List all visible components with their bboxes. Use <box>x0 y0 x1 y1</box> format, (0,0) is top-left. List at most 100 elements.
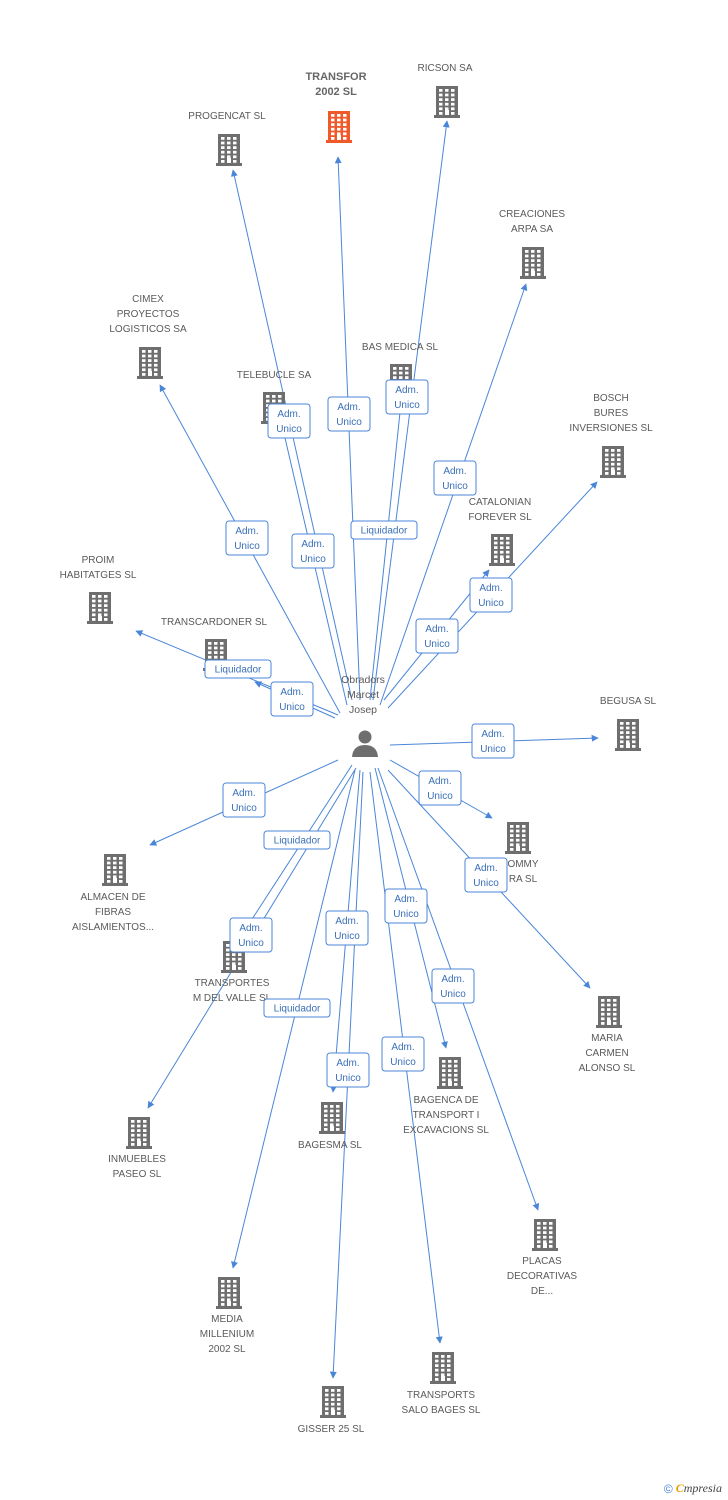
person-icon <box>352 730 378 757</box>
building-icon <box>137 347 163 379</box>
company-label: GISSER 25 SL <box>298 1424 365 1435</box>
company-label: AISLAMIENTOS... <box>72 922 154 933</box>
company-label: PLACAS <box>522 1256 562 1267</box>
company-node-progencat[interactable]: PROGENCAT SL <box>188 111 266 166</box>
company-node-catalonian[interactable]: CATALONIAN FOREVER SL <box>468 497 532 566</box>
relation-label-bagesma[interactable]: Adm.Unico <box>325 910 369 946</box>
company-label: 2002 SL <box>315 86 357 98</box>
company-node-gisser[interactable]: GISSER 25 SL <box>298 1386 365 1435</box>
company-label: CARMEN <box>585 1048 628 1059</box>
relation-label-tommy[interactable]: Adm. Unico <box>418 770 462 806</box>
relation-label-almacen[interactable]: Adm.Unico <box>222 782 266 818</box>
building-icon <box>319 1102 345 1134</box>
company-label: BAGESMA SL <box>298 1140 362 1151</box>
relation-label-transcardoner[interactable]: Liquidador <box>204 659 272 679</box>
relation-text: Unico <box>238 938 264 949</box>
relation-label-bosch[interactable]: Adm. Unico <box>469 577 513 613</box>
company-label: TRANSPORTS <box>407 1390 475 1401</box>
relation-text: Adm. <box>425 624 448 635</box>
relation-text: Unico <box>390 1057 416 1068</box>
building-icon <box>505 822 531 854</box>
relation-label-begusa[interactable]: Adm. Unico <box>471 723 515 759</box>
relation-text: Adm. <box>280 687 303 698</box>
company-label: BURES <box>594 408 629 419</box>
relation-label-transports[interactable]: Adm.Unico <box>381 1036 425 1072</box>
relation-label-basmedica[interactable]: Adm.Unico <box>385 379 429 415</box>
relation-text: Unico <box>336 417 362 428</box>
relation-text: Unico <box>335 1073 361 1084</box>
company-node-almacen[interactable]: ALMACEN DEFIBRASAISLAMIENTOS... <box>72 854 154 933</box>
person-label: Josep <box>349 704 377 716</box>
company-label: ALONSO SL <box>579 1063 636 1074</box>
company-label: CATALONIAN <box>469 497 531 508</box>
company-node-begusa[interactable]: BEGUSA SL <box>600 696 657 751</box>
relation-label-media[interactable]: Liquidador <box>263 998 331 1018</box>
edge-to-media <box>231 769 356 1269</box>
relation-text: Adm. <box>395 385 418 396</box>
company-node-ricson[interactable]: RICSON SA <box>417 63 473 118</box>
relation-label-transportes[interactable]: Liquidador <box>263 830 331 850</box>
relation-text: Adm. <box>479 583 502 594</box>
building-icon <box>434 86 460 118</box>
company-label: BAGENCA DE <box>413 1095 478 1106</box>
relation-text: Unico <box>480 744 506 755</box>
copyright-symbol: © <box>663 1481 673 1496</box>
relation-label-creaciones[interactable]: Adm.Unico <box>433 460 477 496</box>
company-label: HABITATGES SL <box>60 570 137 581</box>
relation-label-bagenca[interactable]: Adm.Unico <box>384 888 428 924</box>
building-icon <box>437 1057 463 1089</box>
relation-label-progencat[interactable]: Adm.Unico <box>291 533 335 569</box>
relation-label-catalonian[interactable]: Adm.Unico <box>415 618 459 654</box>
company-label: DECORATIVAS <box>507 1271 578 1282</box>
relation-text: Adm. <box>474 863 497 874</box>
company-node-bagesma[interactable]: BAGESMA SL <box>298 1102 362 1151</box>
relation-text: Adm. <box>335 916 358 927</box>
relation-text: Unico <box>427 791 453 802</box>
building-icon <box>87 592 113 624</box>
building-icon <box>320 1386 346 1418</box>
relation-label-transfor[interactable]: Adm. Unico <box>327 396 371 432</box>
company-label: FOREVER SL <box>468 512 532 523</box>
relation-label-cimex[interactable]: Adm.Unico <box>225 520 269 556</box>
relation-label-telebucle[interactable]: Adm.Unico <box>267 403 311 439</box>
brand-logo: Cmpresia <box>675 1481 722 1495</box>
company-label: PROGENCAT SL <box>188 111 266 122</box>
company-node-placas[interactable]: PLACASDECORATIVASDE... <box>507 1219 578 1297</box>
relation-text: Unico <box>231 803 257 814</box>
relation-text: Adm. <box>428 776 451 787</box>
company-label: PROYECTOS <box>117 309 180 320</box>
building-icon <box>216 134 242 166</box>
relation-label-maria[interactable]: Adm.Unico <box>464 857 508 893</box>
company-label: TELEBUCLE SA <box>237 370 312 381</box>
relation-text: Adm. <box>277 409 300 420</box>
relation-text: Liquidador <box>274 836 321 847</box>
relation-label-placas[interactable]: Adm.Unico <box>431 968 475 1004</box>
relation-label-inmuebles[interactable]: Adm.Unico <box>229 917 273 953</box>
relation-label-proim[interactable]: Adm.Unico <box>270 681 314 717</box>
relation-text: Adm. <box>481 729 504 740</box>
company-label: FIBRAS <box>95 907 131 918</box>
company-label: OMMY <box>507 859 538 870</box>
relation-text: Unico <box>442 481 468 492</box>
relation-text: Adm. <box>441 974 464 985</box>
footer-brand[interactable]: © Cmpresia <box>664 1481 722 1496</box>
company-label: M DEL VALLE SL <box>193 993 272 1004</box>
relation-text: Adm. <box>337 402 360 413</box>
relation-text: Unico <box>478 598 504 609</box>
company-label: MILLENIUM <box>200 1329 254 1340</box>
relation-label-ricson[interactable]: Liquidador <box>350 520 418 540</box>
relation-label-gisser[interactable]: Adm.Unico <box>326 1052 370 1088</box>
